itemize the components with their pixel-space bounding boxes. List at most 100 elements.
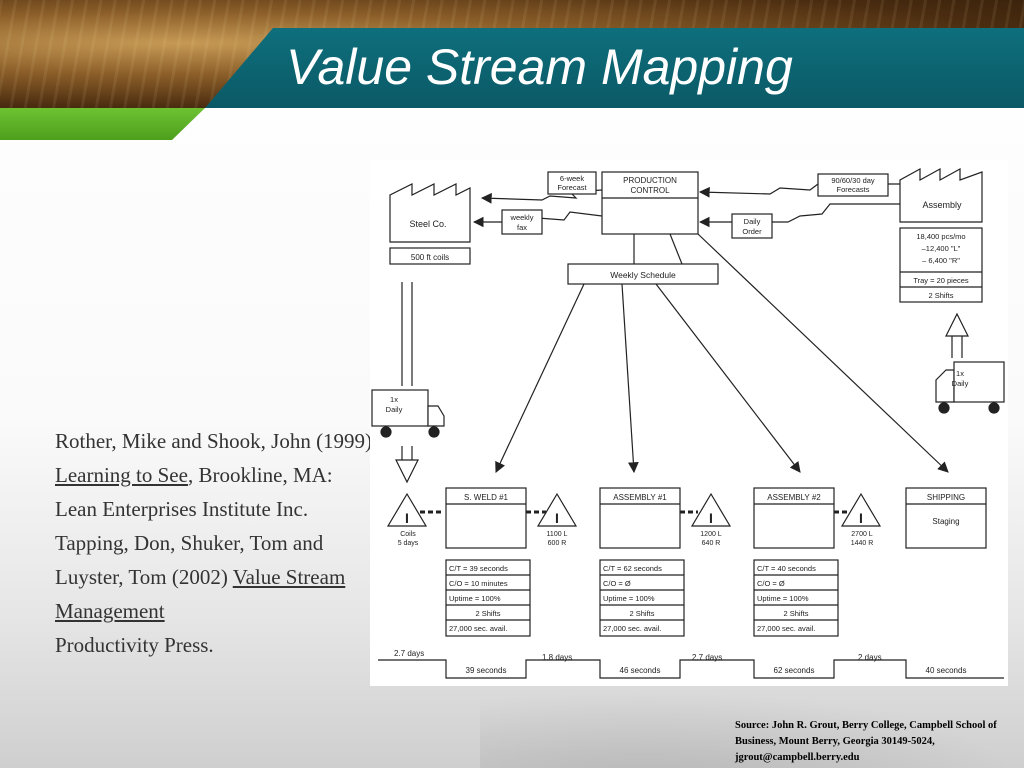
data-box-value: Uptime = 100% [603,594,655,603]
fax-supplier-box [501,209,543,235]
forecast-customer-label: Forecasts [837,185,870,194]
inventory-amount: 5 days [398,540,419,547]
data-box-value: 2 Shifts [629,609,654,618]
timeline-days: 2.7 days [692,653,722,662]
order-customer-label: Order [742,227,762,236]
forecast-supplier-box [547,171,597,195]
reference-text: Rother, Mike and Shook, John (1999) Lear… [55,424,375,662]
data-box-value: 27,000 sec. avail. [757,624,815,633]
supplier-factory-icon [389,183,471,243]
data-box-value: C/O = 10 minutes [449,579,508,588]
accent-stripe [0,108,205,140]
supplier-shipment: 500 ft coils [411,253,449,262]
inventory-symbol: I [859,510,863,526]
reference-line: Rother, Mike and Shook, John (1999) [55,429,373,453]
title-band [205,28,1024,108]
inventory-amount: 2700 L [851,531,873,538]
truck-icon [371,389,445,438]
forecast-customer-box [817,173,889,197]
data-box-value: 27,000 sec. avail. [603,624,661,633]
inventory-amount: 1100 L [547,531,568,538]
process-name: SHIPPING [927,493,965,502]
reference-line: , Brookline, MA: Lean Enterprises Instit… [55,463,333,521]
timeline-line [378,659,1004,679]
timeline-seconds: 39 seconds [466,666,507,675]
process-name: S. WELD #1 [464,493,509,502]
customer-factory-icon [899,167,983,223]
process-name: ASSEMBLY #1 [613,493,667,502]
supplier-shipment-box [389,247,471,265]
data-box [599,559,685,637]
customer-demand: 18,400 pcs/mo [916,232,965,241]
fax-supplier-label: weekly [510,213,534,222]
order-customer-box [731,213,773,239]
truck-in-frequency: 1x [390,395,398,404]
inventory-symbol: I [405,510,409,526]
truck-in-frequency: Daily [386,405,403,414]
page-title: Value Stream Mapping [286,39,793,95]
shipment-arrow-down [395,282,419,484]
timeline-seconds: 46 seconds [620,666,661,675]
production-control-box [601,171,699,235]
truck-icon [935,361,1005,414]
data-box-value: 27,000 sec. avail. [449,624,507,633]
reference-line: Tapping, Don, Shuker, Tom and Luyster, T… [55,531,324,589]
inventory-symbol: I [709,510,713,526]
timeline-days: 2.7 days [394,649,424,658]
process-box [753,487,835,549]
book-title-value-stream-management: Value Stream Management [55,565,346,623]
inventory-amount: Coils [400,531,416,538]
inventory-amount: 600 R [548,540,567,547]
data-box [753,559,839,637]
schedule-arrow [495,233,949,474]
reference-line: Productivity Press. [55,633,214,657]
data-box-value: C/T = 62 seconds [603,564,662,573]
data-box [445,559,531,637]
inventory-symbol: I [555,510,559,526]
process-box [599,487,681,549]
inventory-triangle-icon [386,492,882,527]
production-control-label: CONTROL [630,186,670,195]
fax-supplier-label: fax [517,223,527,232]
customer-data-box [899,227,983,303]
data-box-value: C/T = 39 seconds [449,564,508,573]
value-stream-map: Steel Co. 500 ft coils Assembly 18,400 p… [370,160,1008,686]
source-note: Source: John R. Grout, Berry College, Ca… [735,720,997,763]
process-sub: Staging [932,517,959,526]
timeline-seconds: 40 seconds [926,666,967,675]
data-box-value: 2 Shifts [475,609,500,618]
weekly-schedule-box [567,263,719,285]
customer-demand-left: –12,400 "L" [922,244,961,253]
timeline-days: 2 days [858,653,882,662]
data-box-value: Uptime = 100% [449,594,501,603]
supplier-name: Steel Co. [409,219,446,229]
inventory-amount: 640 R [702,540,721,547]
order-customer-label: Daily [744,217,761,226]
data-box-value: 2 Shifts [783,609,808,618]
truck-out-frequency: 1x [956,369,964,378]
process-box [905,487,987,549]
inventory-amount: 1440 R [851,540,874,547]
forecast-supplier-label: 6-week [560,174,584,183]
weekly-schedule-label: Weekly Schedule [610,270,676,280]
process-box [445,487,527,549]
shipment-arrow-up [945,312,969,358]
process-name: ASSEMBLY #2 [767,493,821,502]
data-box-value: Uptime = 100% [757,594,809,603]
customer-tray: Tray = 20 pieces [913,276,969,285]
timeline-seconds: 62 seconds [774,666,815,675]
data-box-value: C/T = 40 seconds [757,564,816,573]
book-title-learning-to-see: Learning to See [55,463,188,487]
forecast-supplier-label: Forecast [557,183,587,192]
production-control-label: PRODUCTION [623,176,677,185]
customer-name: Assembly [922,200,962,210]
background-decoration [480,690,1024,768]
data-box-value: C/O = Ø [603,579,631,588]
forecast-customer-label: 90/60/30 day [831,176,875,185]
customer-shifts: 2 Shifts [928,291,953,300]
timeline-days: 1.8 days [542,653,572,662]
inventory-amount: 1200 L [700,531,722,538]
data-box-value: C/O = Ø [757,579,785,588]
customer-demand-right: – 6,400 "R" [922,256,960,265]
truck-out-frequency: Daily [952,379,969,388]
